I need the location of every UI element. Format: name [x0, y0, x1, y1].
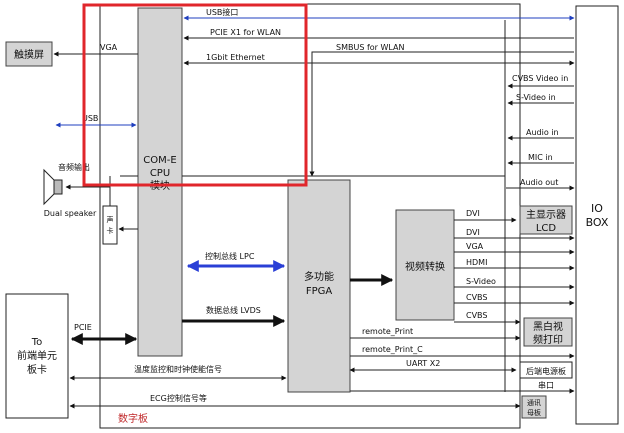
audio-in-label: Audio in	[526, 128, 559, 137]
main-display-label: 主显示器	[526, 209, 566, 221]
temp-monitor-label: 温度监控和时钟使能信号	[134, 364, 222, 374]
mic-in-label: MIC in	[528, 153, 553, 162]
front-unit-block	[5, 293, 69, 419]
comm-board-block	[521, 395, 547, 419]
touchscreen-block	[5, 41, 53, 67]
front-unit-label: 前端单元	[17, 349, 57, 362]
cvbs-in-label: CVBS Video in	[512, 74, 568, 83]
sound-card-block	[102, 205, 118, 245]
cpu-module	[137, 7, 183, 357]
io-box	[575, 5, 619, 425]
s-video-in-label: S-Video in	[516, 93, 556, 102]
io-box-label: BOX	[586, 216, 609, 229]
fpga-label: 多功能	[304, 270, 334, 283]
vga-out-label: VGA	[466, 242, 484, 251]
bw-print-block	[523, 317, 573, 347]
cpu-module-label: CPU	[150, 168, 170, 179]
fpga-label: FPGA	[306, 286, 333, 297]
comm-board-label: 母板	[527, 408, 541, 417]
cpu-module-label: COM-E	[143, 155, 176, 166]
vga-touch-label: VGA	[100, 43, 118, 52]
s-video-out-label: S-Video	[466, 277, 496, 286]
remote-print-label: remote_Print	[362, 327, 413, 336]
bw-print-label: 频打印	[533, 333, 563, 346]
audio-out-label: 音频输出	[58, 162, 90, 172]
smbus-line	[309, 51, 574, 177]
video-convert-block	[395, 209, 455, 321]
sound-card-label: 卡	[107, 226, 114, 235]
serial-label: 串口	[538, 381, 554, 390]
ethernet-label: 1Gbit Ethernet	[206, 53, 265, 62]
usb-left-label: USB	[82, 114, 98, 123]
cvbs-1-label: CVBS	[466, 293, 487, 302]
rear-power-block	[519, 361, 573, 379]
digital-board-label: 数字板	[118, 412, 148, 425]
cvbs-2-label: CVBS	[466, 311, 487, 320]
bw-print-label: 黑白视	[533, 320, 563, 333]
rear-power-label: 后端电源板	[526, 366, 566, 376]
smbus-label: SMBUS for WLAN	[336, 43, 405, 52]
dvi-1-label: DVI	[466, 209, 480, 218]
front-unit-label: 板卡	[27, 363, 47, 376]
comm-board-label: 通讯	[527, 398, 541, 407]
lpc-label: 控制总线 LPC	[205, 251, 255, 261]
io-box-label: IO	[591, 202, 603, 215]
speaker-label: Dual speaker	[44, 209, 97, 218]
lvds-label: 数据总线 LVDS	[206, 305, 261, 315]
sound-card-label: 声	[107, 215, 114, 224]
pcie-x1-label: PCIE X1 for WLAN	[210, 28, 281, 37]
audio-out-io-label: Audio out	[520, 178, 558, 187]
fpga-block	[287, 179, 351, 393]
main-display-label: LCD	[536, 223, 557, 234]
front-unit-label: To	[31, 337, 43, 348]
highlight-frame	[82, 3, 308, 187]
usb-port-label: USB接口	[206, 7, 238, 17]
uart-label: UART X2	[406, 359, 440, 368]
dvi-2-label: DVI	[466, 228, 480, 237]
main-display-block	[519, 205, 573, 235]
speaker-icon	[43, 168, 63, 206]
remote-print-c-label: remote_Print_C	[362, 345, 423, 354]
hdmi-label: HDMI	[466, 258, 487, 267]
touchscreen-label: 触摸屏	[14, 48, 44, 61]
ecg-control-label: ECG控制信号等	[150, 393, 207, 403]
video-convert-label: 视频转换	[405, 260, 445, 273]
pcie-front-label: PCIE	[74, 323, 92, 332]
